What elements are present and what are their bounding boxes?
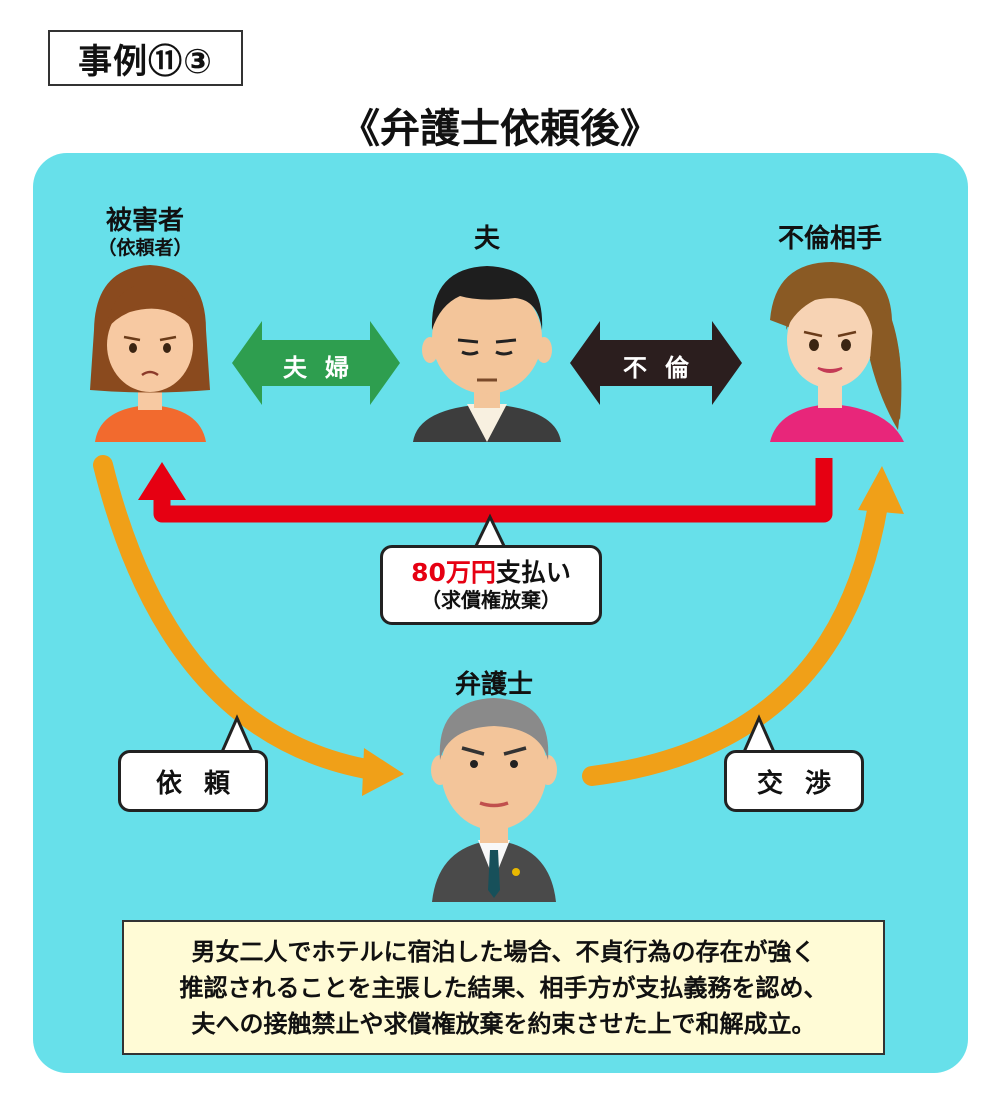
- husband-label: 夫: [473, 224, 500, 254]
- husband-figure: [413, 266, 561, 442]
- affair-partner-label: 不倫相手: [777, 224, 882, 254]
- case-label: 事例⑪③: [48, 30, 243, 86]
- page-title: 《弁護士依頼後》: [340, 106, 660, 152]
- request-bubble: 依頼: [118, 750, 268, 812]
- victim-woman-figure: [90, 265, 210, 442]
- payment-arrow: [138, 458, 833, 523]
- victim-label: 被害者: [105, 206, 184, 236]
- affair-arrow: [570, 321, 742, 405]
- payment-note: （求償権放棄）: [421, 588, 561, 613]
- negotiation-bubble: 交渉: [724, 750, 864, 812]
- couple-label: 夫婦: [283, 354, 367, 382]
- lawyer-figure: [431, 698, 557, 902]
- payment-amount: 80万円: [411, 557, 496, 587]
- affair-partner-figure: [770, 262, 904, 442]
- lawyer-label: 弁護士: [454, 670, 533, 700]
- couple-arrow: [232, 321, 400, 405]
- summary-line-1: 男女二人でホテルに宿泊した場合、不貞行為の存在が強く: [191, 937, 816, 966]
- victim-sublabel: （依頼者）: [97, 237, 193, 259]
- affair-label: 不倫: [623, 354, 707, 382]
- payment-bubble: 80万円支払い （求償権放棄）: [380, 545, 602, 625]
- request-flow-arrow: [93, 455, 404, 796]
- payment-line: 80万円支払い: [411, 557, 571, 588]
- negotiation-flow-arrow: [582, 466, 904, 786]
- payment-text: 支払い: [495, 557, 571, 587]
- summary-line-3: 夫への接触禁止や求償権放棄を約束させた上で和解成立。: [191, 1009, 816, 1038]
- summary-line-2: 推認されることを主張した結果、相手方が支払義務を認め、: [179, 973, 828, 1002]
- summary-box: 男女二人でホテルに宿泊した場合、不貞行為の存在が強く 推認されることを主張した結…: [122, 920, 885, 1055]
